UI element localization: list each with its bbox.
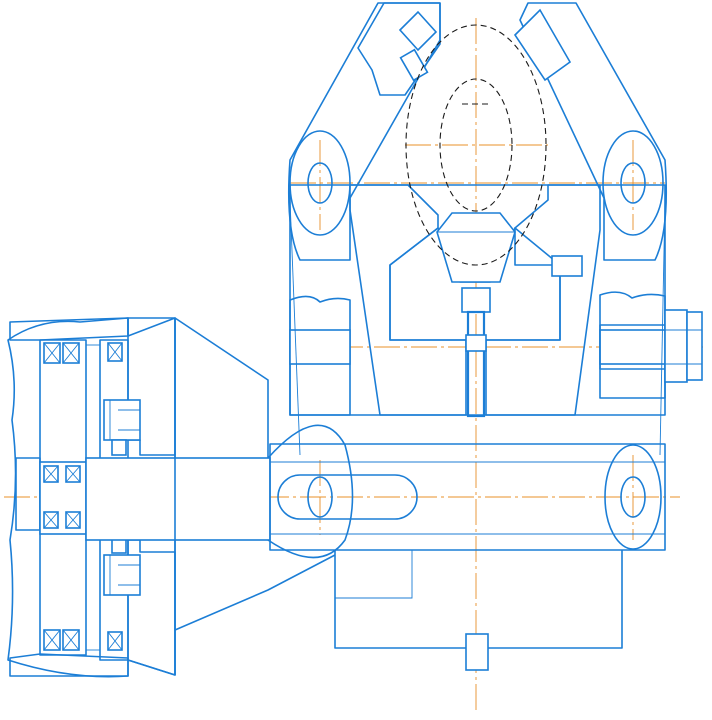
left-arm-screw [399,48,429,82]
left-pivot-pin [307,162,333,204]
link-eye-right [604,444,662,550]
hub-seal-1-x [43,465,59,483]
cover-screw-upper [103,399,141,441]
housing-outline [7,317,176,678]
bracket-lower-rib [174,554,336,631]
housing-top-wall [9,317,129,341]
seal-bottom-left-x [43,629,61,651]
base-frame-inner [335,550,413,599]
side-block-left [289,295,351,416]
clamping-arms [287,2,668,456]
housing-bottom-wall [9,653,129,677]
right-pivot-pin [620,162,646,204]
bolt-nut [664,309,688,383]
link-bar-outline [269,443,666,551]
mounting-bracket [174,317,336,675]
key-slot [551,255,583,277]
piston-hub [15,457,41,531]
seal-top-left-x [43,342,61,364]
bracket-upper-rib [174,317,269,458]
rod-fork [267,424,354,559]
side-block-right [599,291,666,399]
link-pin-right [620,476,646,518]
link-bar-slot [277,474,418,520]
right-arm-jaw [513,8,572,82]
base-frame [334,550,623,671]
clamp-bolt-right [599,309,703,383]
seal-separator-top-x [107,342,123,362]
push-rod [466,310,486,418]
seal-bottom-right-x [62,629,80,651]
link-line-right [659,199,666,456]
cover-screw-lower [103,554,141,596]
piston-rod [85,457,271,541]
seal-separator-bottom-x [107,631,123,651]
v-block-body [289,184,666,418]
seal-top-right-x [62,342,80,364]
workpiece [405,24,547,266]
push-rod-neck [461,287,491,313]
link-line-left [289,199,301,456]
piston-plate [39,339,87,656]
hub-seal-2-x [65,465,81,483]
link-bar-assembly [267,424,666,559]
rod-body [85,457,271,541]
side-hole-left [289,329,351,365]
workpiece-outline [405,24,547,266]
slot-pin-left [307,476,333,518]
bolt-washer [686,311,703,381]
base-foot-block [465,633,489,671]
center-cone [436,212,516,283]
left-pivot-boss [289,130,351,236]
hub-seal-3-x [43,511,59,529]
workpiece-bore [439,78,513,212]
right-pivot-boss [602,130,664,236]
push-rod-gap [465,334,487,352]
side-hole-right [599,329,666,365]
hub-seal-4-x [65,511,81,529]
left-arm-pin [398,10,438,52]
rod-seal-upper [111,439,127,456]
